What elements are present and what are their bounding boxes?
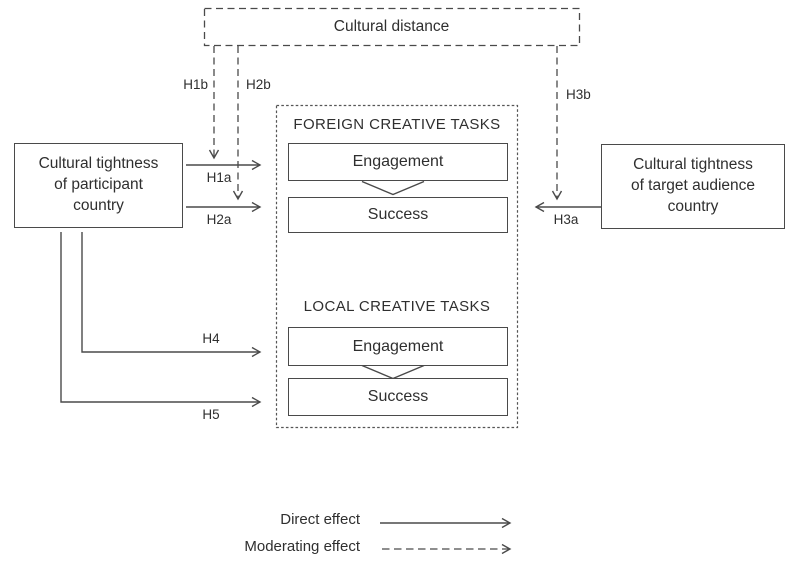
h1a-label: H1a <box>206 170 232 185</box>
h3b-label: H3b <box>566 87 591 102</box>
local-creative-tasks-title: LOCAL CREATIVE TASKS <box>303 298 491 315</box>
local-success-box: Success <box>288 378 508 416</box>
local-success-label: Success <box>367 388 429 406</box>
local-engagement-label: Engagement <box>352 337 444 355</box>
h5-direct-arrow <box>60 232 262 408</box>
h4-label: H4 <box>202 331 220 346</box>
h2a-label: H2a <box>206 212 232 227</box>
foreign-engagement-box: Engagement <box>288 143 508 181</box>
cultural-distance-label: Cultural distance <box>333 17 450 35</box>
local-engagement-success-chevron <box>361 364 425 380</box>
foreign-success-box: Success <box>288 197 508 233</box>
foreign-creative-tasks-title: FOREIGN CREATIVE TASKS <box>293 116 501 133</box>
foreign-engagement-label: Engagement <box>352 153 444 171</box>
h4-direct-arrow <box>81 232 262 358</box>
local-engagement-box: Engagement <box>288 327 508 366</box>
creative-tasks-container-outline <box>275 104 519 429</box>
cultural-distance-box-outline <box>203 7 581 47</box>
foreign-success-label: Success <box>367 206 429 224</box>
cultural-distance-box: Cultural distance <box>204 8 579 45</box>
h2b-label: H2b <box>246 77 271 92</box>
legend-direct-label: Direct effect <box>280 511 360 528</box>
h3a-label: H3a <box>553 212 579 227</box>
legend-moderating-label: Moderating effect <box>244 538 360 555</box>
target-audience-country-label: Cultural tightness of target audience co… <box>630 156 756 215</box>
h5-label: H5 <box>202 407 220 422</box>
foreign-engagement-success-chevron <box>361 180 425 196</box>
participant-country-box: Cultural tightness of participant countr… <box>14 143 183 228</box>
participant-country-label: Cultural tightness of participant countr… <box>38 155 159 214</box>
h1b-label: H1b <box>183 77 208 92</box>
target-audience-country-box: Cultural tightness of target audience co… <box>601 144 785 229</box>
